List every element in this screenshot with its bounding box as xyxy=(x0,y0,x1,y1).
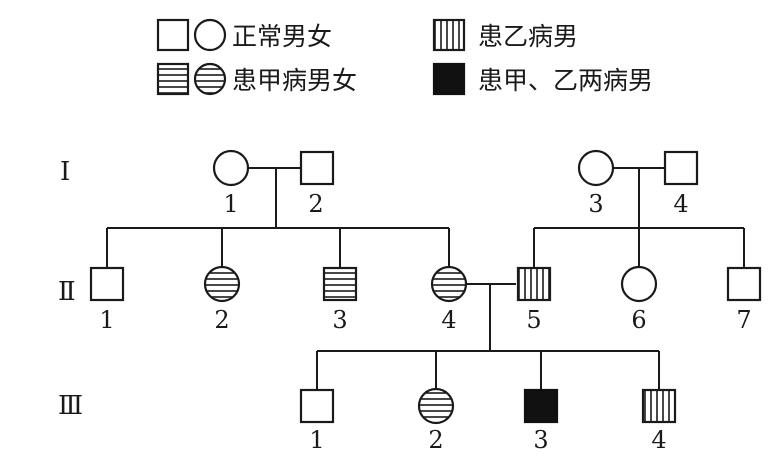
individual-II-6-number: 6 xyxy=(631,306,646,334)
legend-diseaseB-male-label: 患乙病男 xyxy=(478,22,578,51)
legend-both-male-symbol xyxy=(432,62,466,96)
legend-diseaseA-male-symbol xyxy=(156,62,190,96)
individual-II-4-female-diseaseA xyxy=(430,265,468,303)
individual-III-1-number: 1 xyxy=(309,426,324,454)
individual-II-2-number: 2 xyxy=(214,306,229,334)
legend: 正常男女 患乙病男 患甲病男女 患甲、乙两病男 xyxy=(156,18,653,96)
individual-I-2-male xyxy=(299,150,335,186)
individual-III-2-female-diseaseA xyxy=(417,387,455,425)
individual-II-3-number: 3 xyxy=(332,306,347,334)
individual-III-4-number: 4 xyxy=(651,426,666,454)
legend-diseaseB-male-symbol xyxy=(432,18,466,52)
individual-I-4-number: 4 xyxy=(673,190,688,218)
individual-III-2-number: 2 xyxy=(428,426,443,454)
generation-label-3: Ⅲ xyxy=(58,391,83,421)
individual-II-4-number: 4 xyxy=(441,306,456,334)
legend-both-male-label: 患甲、乙两病男 xyxy=(478,66,653,95)
individual-I-1-female xyxy=(212,149,250,187)
individual-II-5-number: 5 xyxy=(526,306,541,334)
individual-II-1-number: 1 xyxy=(99,306,114,334)
individual-II-6-female xyxy=(620,265,658,303)
individual-III-3-male-both-diseases xyxy=(523,388,559,424)
individual-III-3-number: 3 xyxy=(533,426,548,454)
individual-II-3-male-diseaseA xyxy=(322,266,358,302)
legend-normal-female-symbol xyxy=(193,18,227,52)
legend-normal-male-symbol xyxy=(156,18,190,52)
individual-III-1-male xyxy=(299,388,335,424)
individual-I-3-female xyxy=(577,149,615,187)
individual-II-2-female-diseaseA xyxy=(203,265,241,303)
legend-normal-label: 正常男女 xyxy=(232,22,332,51)
legend-diseaseA-female-symbol xyxy=(193,62,227,96)
individual-I-3-number: 3 xyxy=(588,190,603,218)
generation-label-2: Ⅱ xyxy=(58,277,76,307)
individual-I-4-male xyxy=(663,150,699,186)
individual-III-4-male-diseaseB xyxy=(641,388,677,424)
individual-II-5-male-diseaseB xyxy=(516,266,552,302)
pedigree-lines xyxy=(106,167,745,390)
generation-label-1: I xyxy=(60,157,70,187)
individual-I-2-number: 2 xyxy=(308,190,323,218)
individual-II-7-number: 7 xyxy=(736,306,751,334)
individual-II-1-male xyxy=(89,266,125,302)
individual-II-7-male xyxy=(726,266,762,302)
legend-diseaseA-label: 患甲病男女 xyxy=(232,66,357,95)
individual-I-1-number: 1 xyxy=(223,190,238,218)
